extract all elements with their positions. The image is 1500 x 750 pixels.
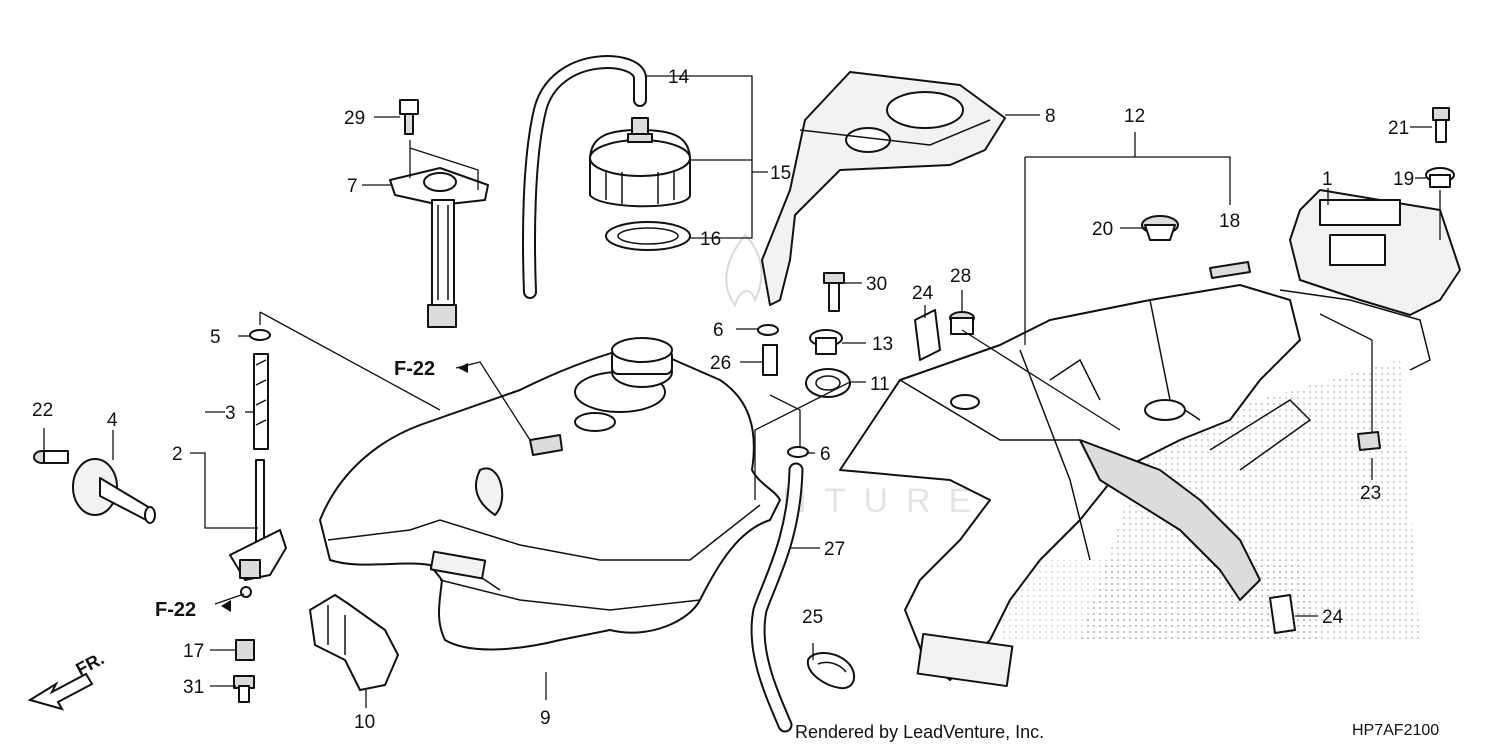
- callout-12: 12: [1124, 106, 1145, 127]
- fuel-unit-part: [389, 99, 489, 328]
- breather-hose-part: [522, 55, 647, 299]
- callout-3: 3: [225, 403, 236, 424]
- fuel-tank-part: [319, 337, 781, 651]
- callout-11: 11: [870, 374, 890, 395]
- callout-27: 27: [824, 539, 845, 560]
- callout-30: 30: [866, 274, 887, 295]
- leader-lines: [43, 75, 1441, 708]
- cross-references: F-22 F-22: [155, 358, 468, 621]
- diagram-code: HP7AF2100: [1352, 722, 1439, 739]
- callout-labels: 1 2 3 4 5 6 6 7 8 9 10 11 12 13 14 15 16…: [32, 67, 1414, 733]
- callout-18: 18: [1219, 211, 1240, 232]
- fuel-valve-part: [229, 329, 287, 598]
- callout-8: 8: [1045, 106, 1056, 127]
- center-hardware-part: [757, 272, 851, 458]
- drain-hose-part: [750, 462, 804, 733]
- ref-upper: F-22: [394, 358, 435, 380]
- callout-6b: 6: [820, 444, 831, 465]
- cap-gasket-part: [605, 221, 691, 251]
- callout-17: 17: [183, 641, 204, 662]
- callout-7: 7: [347, 176, 358, 197]
- valve-lever-part: [72, 458, 156, 524]
- nut-and-bolt-part: [233, 639, 255, 703]
- tank-cover-part: [761, 71, 1006, 306]
- callout-19: 19: [1393, 169, 1414, 190]
- tank-mount-rubber-part: [309, 594, 399, 691]
- callout-26: 26: [710, 353, 731, 374]
- callout-24a: 24: [912, 283, 934, 304]
- callout-14: 14: [668, 67, 690, 88]
- fuel-cap-part: [589, 117, 691, 208]
- ref-lower: F-22: [155, 599, 196, 621]
- callout-5: 5: [210, 327, 221, 348]
- callout-25: 25: [802, 607, 823, 628]
- callout-28: 28: [950, 266, 971, 287]
- callout-16: 16: [700, 229, 721, 250]
- grommets-and-clips-part: [914, 215, 1296, 634]
- callout-2: 2: [172, 444, 183, 465]
- control-module-part: [1279, 107, 1461, 451]
- callout-31: 31: [183, 677, 204, 698]
- front-direction-arrow: FR.: [27, 648, 107, 711]
- callout-4: 4: [107, 410, 118, 431]
- callout-20: 20: [1092, 219, 1113, 240]
- hose-clamp-part: [806, 652, 856, 690]
- callout-6a: 6: [713, 320, 724, 341]
- rear-fender-part: [839, 284, 1312, 688]
- screw-part: [33, 450, 69, 464]
- callout-22: 22: [32, 400, 53, 421]
- callout-1: 1: [1322, 169, 1333, 190]
- rendered-by-text: Rendered by LeadVenture, Inc.: [795, 722, 1044, 742]
- front-label: FR.: [72, 648, 107, 679]
- callout-24b: 24: [1322, 607, 1344, 628]
- callout-13: 13: [872, 334, 893, 355]
- callout-10: 10: [354, 712, 375, 733]
- footer: Rendered by LeadVenture, Inc. HP7AF2100: [795, 722, 1439, 742]
- callout-23: 23: [1360, 483, 1381, 504]
- callout-29: 29: [344, 108, 365, 129]
- callout-21: 21: [1388, 118, 1409, 139]
- callout-9: 9: [540, 708, 551, 729]
- callout-15: 15: [770, 163, 791, 184]
